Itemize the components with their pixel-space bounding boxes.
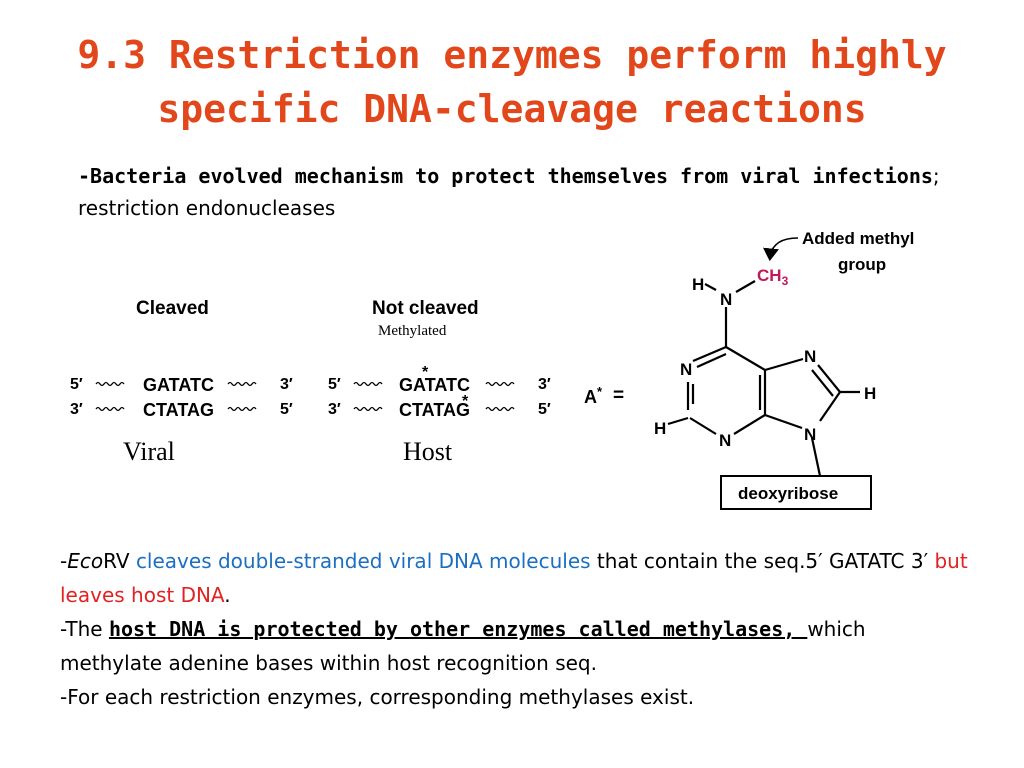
bond-n6-h	[704, 283, 717, 291]
bond-n9-sugar	[810, 437, 822, 477]
callout-line-2: group	[838, 255, 886, 274]
bond-n7-c8-double	[811, 369, 834, 397]
methyl-callout-arrow	[763, 237, 799, 262]
intro-bold-text: -Bacteria evolved mechanism to protect t…	[78, 164, 933, 188]
deoxyribose-label: deoxyribose	[738, 484, 838, 503]
not-cleaved-heading: Not cleaved	[372, 298, 479, 319]
bond-n1-c6-double	[696, 352, 727, 369]
viral-top-5prime: 5′	[70, 376, 83, 393]
bond-n1-c6	[692, 345, 727, 363]
host-bottom-left-wave	[353, 406, 383, 412]
body-paragraphs: -EcoRV cleaves double-stranded viral DNA…	[60, 544, 970, 714]
slide-title: 9.3 Restriction enzymes perform highly s…	[77, 33, 947, 131]
adenine-atom-labels: N H N N N N H H CH3	[654, 266, 876, 450]
intro-rest-text: ; restriction endonucleases	[78, 164, 940, 220]
host-bottom-right-wave	[485, 406, 515, 412]
a-star-label: A*	[584, 384, 603, 407]
host-bottom-3prime: 3′	[328, 401, 341, 418]
viral-label: Viral	[123, 437, 175, 466]
bond-c6-c5	[725, 346, 766, 371]
host-top-right-wave	[485, 381, 515, 387]
callout-line-1: Added methyl	[802, 229, 914, 248]
viral-bottom-3prime: 3′	[70, 401, 83, 418]
viral-bottom-left-wave	[95, 406, 125, 412]
bond-n7-c8	[817, 364, 841, 393]
host-top-5prime: 5′	[328, 376, 341, 393]
bond-n6-ch3	[735, 280, 756, 293]
host-top-seq: GATATC	[399, 375, 470, 395]
host-dna-strands: 5′ GATATC * 3′ 3′ CTATAG * 5′	[328, 364, 551, 420]
host-bottom-methyl-star: *	[462, 393, 469, 410]
viral-bottom-seq: CTATAG	[143, 400, 214, 420]
atom-h-c8: H	[864, 384, 876, 403]
viral-bottom-right-wave	[227, 406, 257, 412]
host-top-3prime: 3′	[538, 376, 551, 393]
host-top-left-wave	[353, 381, 383, 387]
host-label: Host	[403, 437, 453, 466]
cleaved-heading: Cleaved	[136, 298, 209, 319]
bond-n9-c4	[764, 413, 803, 430]
atom-h-n6: H	[692, 275, 704, 294]
viral-top-3prime: 3′	[280, 376, 293, 393]
deoxyribose-box	[720, 475, 872, 510]
atom-n1: N	[680, 360, 692, 379]
host-spared-text: but leaves host DNA	[60, 549, 968, 607]
methylase-underlined-text: host DNA is protected by other enzymes c…	[108, 617, 808, 641]
equals-sign: =	[613, 385, 624, 406]
methyladenine-structure	[667, 237, 860, 477]
atom-n3: N	[719, 431, 731, 450]
atom-n7: N	[804, 347, 816, 366]
host-top-methyl-star: *	[422, 364, 429, 381]
viral-bottom-5prime: 5′	[280, 401, 293, 418]
bond-n3-c2	[689, 417, 717, 435]
intro-paragraph: -Bacteria evolved mechanism to protect t…	[78, 160, 958, 224]
bond-c5-n7	[764, 357, 804, 372]
eco-italic: Eco	[67, 549, 104, 573]
viral-dna-strands: 5′ GATATC 3′ 3′ CTATAG 5′	[70, 375, 293, 420]
atom-n9: N	[804, 425, 816, 444]
bond-c8-n9	[819, 391, 841, 422]
bond-c2-h	[667, 416, 689, 426]
methyl-group-label: CH3	[757, 266, 789, 288]
methylase-paragraph: -The host DNA is protected by other enzy…	[60, 617, 866, 675]
viral-top-right-wave	[227, 381, 257, 387]
host-bottom-seq: CTATAG	[399, 400, 470, 420]
host-bottom-5prime: 5′	[538, 401, 551, 418]
viral-top-seq: GATATC	[143, 375, 214, 395]
viral-top-left-wave	[95, 381, 125, 387]
corresponding-methylase-paragraph: -For each restriction enzymes, correspon…	[60, 685, 695, 709]
atom-n6: N	[720, 290, 732, 309]
viral-cleavage-text: cleaves double-stranded viral DNA molecu…	[135, 549, 591, 573]
methylated-label: Methylated	[378, 323, 447, 339]
atom-h-c2: H	[654, 419, 666, 438]
bond-c4-n3	[733, 414, 766, 435]
ecorv-paragraph: -EcoRV cleaves double-stranded viral DNA…	[60, 549, 968, 607]
